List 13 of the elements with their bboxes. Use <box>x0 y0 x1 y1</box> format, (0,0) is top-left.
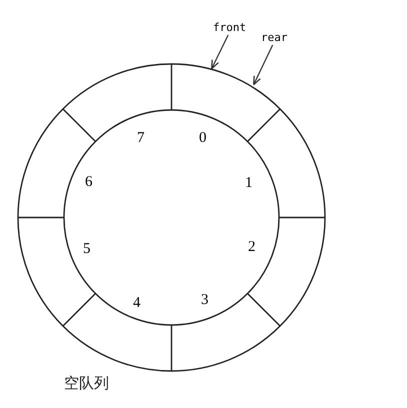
slot-index: 3 <box>201 292 208 308</box>
pointer-label: front <box>213 21 246 34</box>
arrow <box>211 34 229 70</box>
slot-index: 0 <box>199 130 206 146</box>
arrow <box>253 44 274 86</box>
slot-index: 7 <box>137 130 144 146</box>
pointer-label: rear <box>261 31 288 44</box>
slot-index: 4 <box>133 295 140 311</box>
slot-index: 2 <box>248 239 256 255</box>
caption: 空队列 <box>64 374 109 392</box>
slot-index: 6 <box>85 174 92 190</box>
slot-index: 1 <box>245 175 252 191</box>
slot-index: 5 <box>83 241 90 257</box>
